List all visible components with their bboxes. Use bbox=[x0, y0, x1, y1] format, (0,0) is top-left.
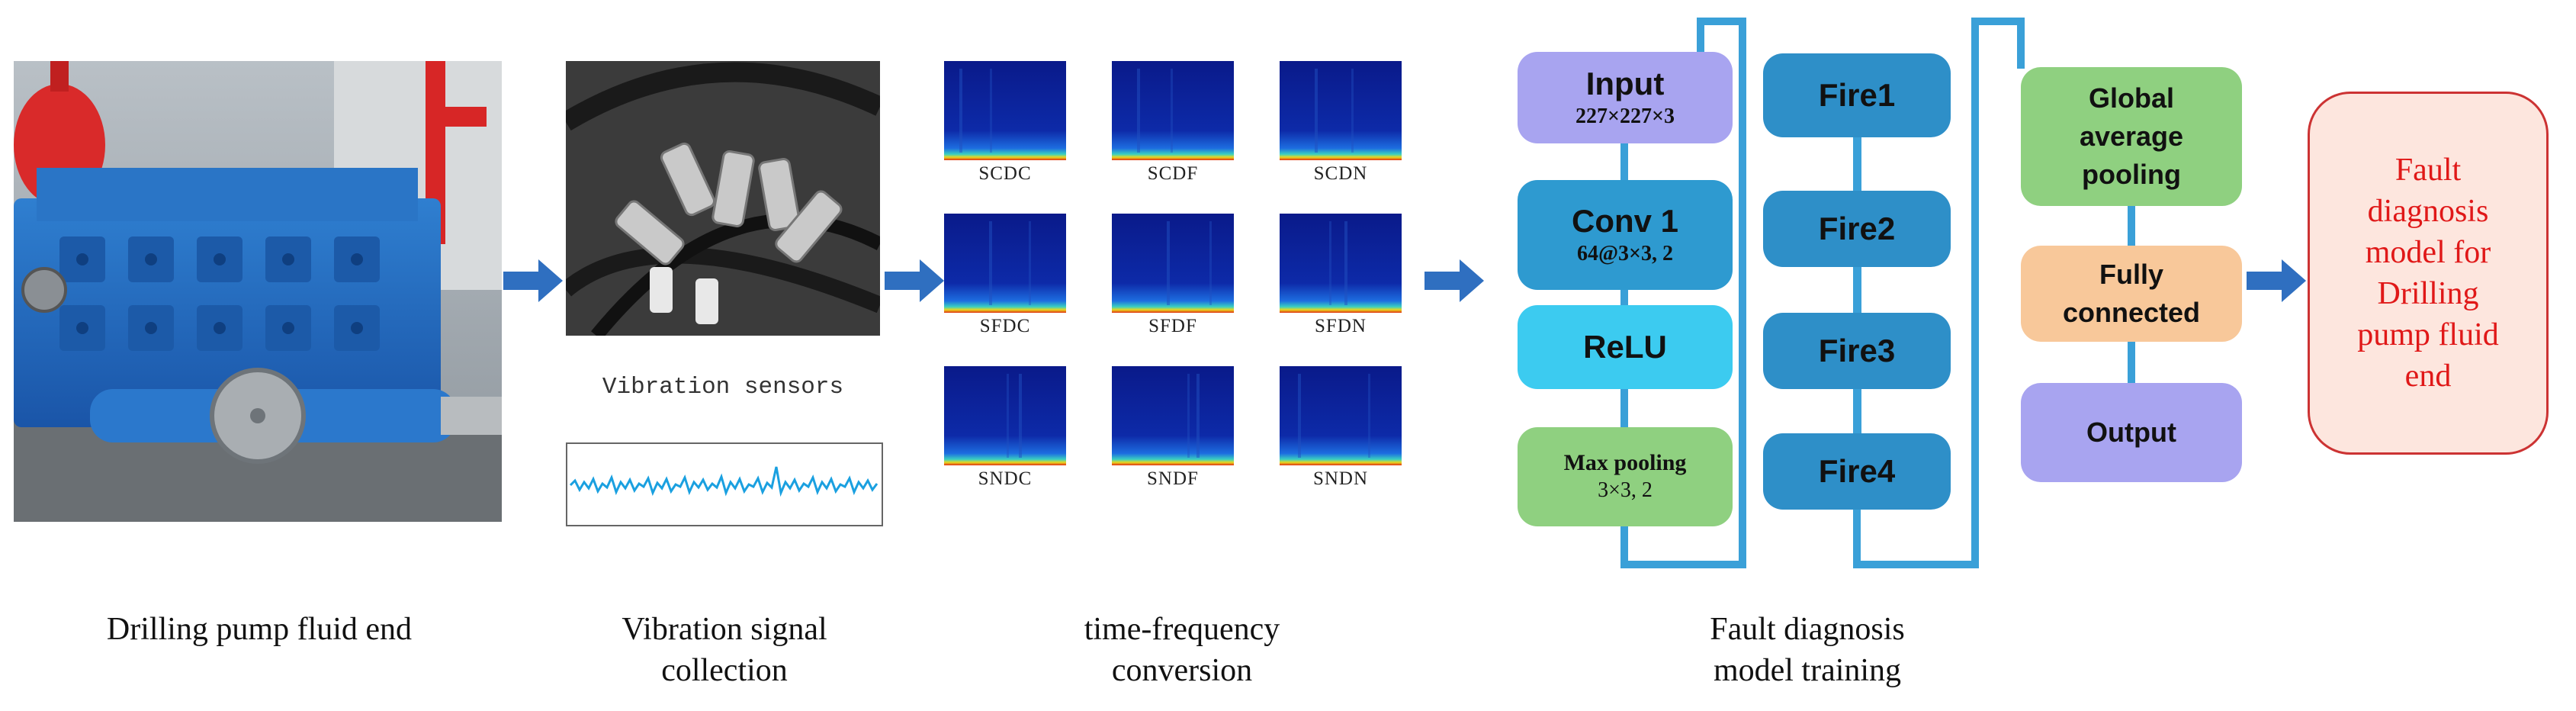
pump-photo bbox=[14, 61, 502, 522]
relu-title: ReLU bbox=[1583, 329, 1667, 365]
maxpool-layer: Max pooling 3×3, 2 bbox=[1518, 427, 1733, 526]
result-line4: Drilling bbox=[2377, 276, 2479, 311]
caption-vibration: Vibration signal collection bbox=[580, 609, 869, 691]
caption-tf-line1: time-frequency bbox=[1084, 612, 1280, 647]
spectrogram-scdf bbox=[1112, 61, 1234, 160]
caption-vibration-line2: collection bbox=[661, 653, 788, 688]
spectrogram-sndn bbox=[1280, 366, 1402, 465]
caption-tf: time-frequency conversion bbox=[1022, 609, 1342, 691]
spectrogram-label: SCDF bbox=[1147, 163, 1199, 184]
result-line2: diagnosis bbox=[2367, 194, 2489, 229]
fire1-label: Fire1 bbox=[1818, 77, 1896, 113]
spectrogram-label: SFDN bbox=[1315, 316, 1367, 336]
spectrogram-label: SCDN bbox=[1313, 163, 1368, 184]
result-line5: pump fluid bbox=[2357, 317, 2499, 352]
fc-line2: connected bbox=[2062, 297, 2201, 328]
spectrogram-sndf bbox=[1112, 366, 1234, 465]
spectrogram-sfdn bbox=[1280, 214, 1402, 313]
flow-arrow-3 bbox=[1425, 259, 1484, 302]
spectrogram-sfdf bbox=[1112, 214, 1234, 313]
result-line3: model for bbox=[2365, 235, 2491, 270]
gap-line2: average bbox=[2079, 121, 2184, 152]
gap-line3: pooling bbox=[2082, 159, 2181, 190]
vibration-signal-plot bbox=[566, 442, 883, 526]
result-box: Fault diagnosis model for Drilling pump … bbox=[2308, 92, 2549, 455]
caption-tf-line2: conversion bbox=[1111, 653, 1253, 688]
spectrogram-label: SNDN bbox=[1312, 468, 1369, 489]
caption-vibration-line1: Vibration signal bbox=[622, 612, 827, 647]
gap-line1: Global bbox=[2088, 82, 2174, 114]
relu-layer: ReLU bbox=[1518, 305, 1733, 389]
fc-line1: Fully bbox=[2099, 259, 2163, 290]
conv1-layer: Conv 1 64@3×3, 2 bbox=[1518, 180, 1733, 290]
spectrogram-grid: SCDC SCDF SCDN SFDC SFDF SFDN SNDC SNDF SNDN bbox=[944, 61, 1432, 519]
spectrogram-sndc bbox=[944, 366, 1066, 465]
caption-training: Fault diagnosis model training bbox=[1647, 609, 1967, 691]
conv1-title: Conv 1 bbox=[1571, 203, 1679, 239]
output-layer: Output bbox=[2021, 383, 2242, 482]
conv1-params: 64@3×3, 2 bbox=[1577, 242, 1673, 265]
result-line6: end bbox=[2404, 359, 2452, 394]
maxpool-params: 3×3, 2 bbox=[1598, 478, 1653, 502]
vibration-waveform bbox=[569, 466, 878, 497]
spectrogram-label: SFDC bbox=[979, 316, 1031, 336]
flow-arrow-4 bbox=[2247, 259, 2306, 302]
fire3-layer: Fire3 bbox=[1763, 313, 1951, 389]
output-label: Output bbox=[2086, 417, 2176, 448]
spectrogram-label: SFDF bbox=[1148, 316, 1197, 336]
input-title: Input bbox=[1585, 66, 1665, 101]
fire4-layer: Fire4 bbox=[1763, 433, 1951, 510]
fully-connected-layer: Fully connected bbox=[2021, 246, 2242, 342]
spectrogram-sfdc bbox=[944, 214, 1066, 313]
spectrogram-label: SNDC bbox=[978, 468, 1033, 489]
flow-arrow-1 bbox=[503, 259, 563, 302]
caption-training-line2: model training bbox=[1713, 653, 1902, 688]
fire1-layer: Fire1 bbox=[1763, 53, 1951, 137]
caption-pump: Drilling pump fluid end bbox=[106, 612, 413, 647]
flow-arrow-2 bbox=[885, 259, 944, 302]
global-avg-pool-layer: Global average pooling bbox=[2021, 67, 2242, 206]
result-line1: Fault bbox=[2395, 153, 2462, 188]
input-layer: Input 227×227×3 bbox=[1518, 52, 1733, 143]
spectrogram-scdc bbox=[944, 61, 1066, 160]
fire2-label: Fire2 bbox=[1818, 211, 1896, 246]
input-size: 227×227×3 bbox=[1575, 105, 1675, 128]
caption-training-line1: Fault diagnosis bbox=[1710, 612, 1905, 647]
fire3-label: Fire3 bbox=[1818, 333, 1896, 368]
spectrogram-label: SNDF bbox=[1147, 468, 1199, 489]
spectrogram-scdn bbox=[1280, 61, 1402, 160]
fire4-label: Fire4 bbox=[1818, 453, 1896, 489]
sensor-photo bbox=[566, 61, 880, 336]
sensor-label: Vibration sensors bbox=[602, 374, 844, 401]
spectrogram-label: SCDC bbox=[978, 163, 1032, 184]
maxpool-title: Max pooling bbox=[1563, 450, 1687, 475]
fire2-layer: Fire2 bbox=[1763, 191, 1951, 267]
